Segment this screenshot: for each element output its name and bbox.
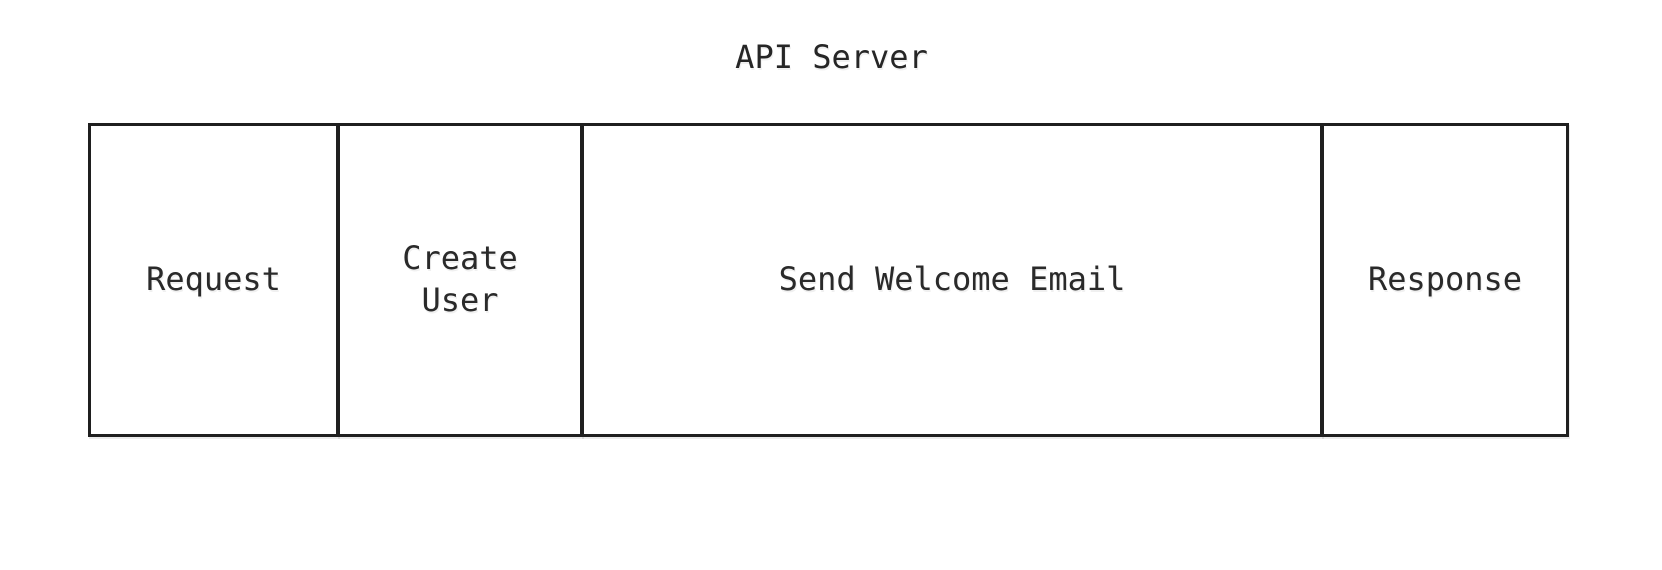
span-label-create-user: Create User	[402, 239, 518, 319]
span-box-send-welcome-email[interactable]: Send Welcome Email	[581, 123, 1323, 437]
span-box-response[interactable]: Response	[1321, 123, 1569, 437]
span-label-request: Request	[146, 260, 281, 299]
diagram-title: API Server	[735, 38, 928, 76]
span-box-create-user[interactable]: Create User	[337, 123, 583, 437]
span-box-request[interactable]: Request	[88, 123, 339, 437]
span-label-send-welcome-email: Send Welcome Email	[778, 260, 1126, 299]
span-label-response: Response	[1367, 260, 1523, 299]
span-row: Request Create User Send Welcome Email R…	[88, 123, 1569, 437]
